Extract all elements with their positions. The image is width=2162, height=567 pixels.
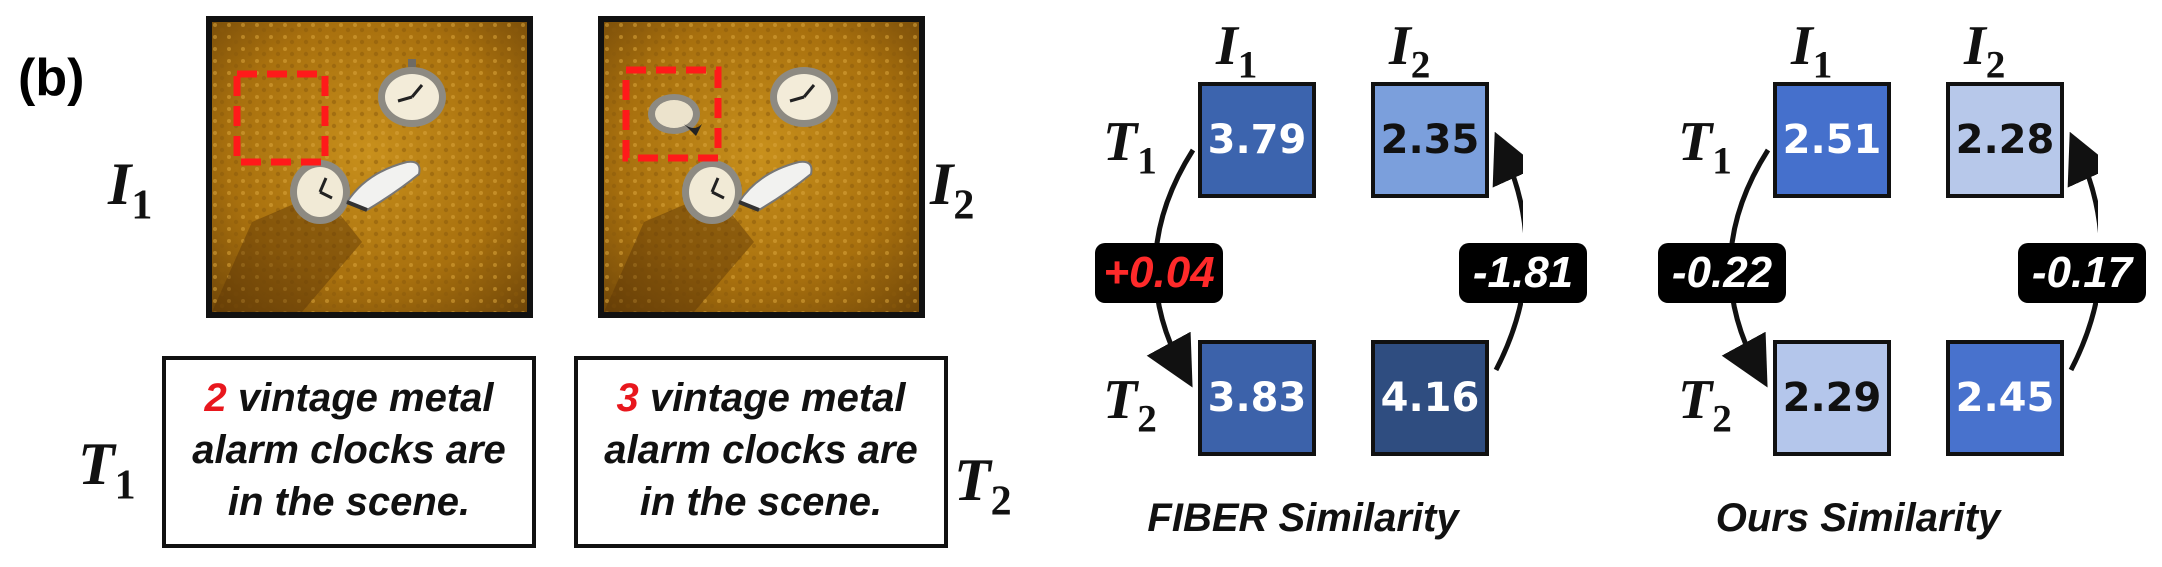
panel-label: (b)	[18, 49, 85, 107]
text1-label: T1	[78, 431, 136, 509]
similarity-cell: 4.16	[1371, 340, 1489, 456]
row-label-t1: T1	[1678, 111, 1732, 183]
row-label-t2: T2	[1103, 369, 1157, 441]
similarity-cell: 2.28	[1946, 82, 2064, 198]
matrix-title: Ours Similarity	[1715, 496, 2001, 540]
similarity-cell: 2.35	[1371, 82, 1489, 198]
row-label-t2: T2	[1678, 369, 1732, 441]
col-label-i2: I2	[1964, 15, 2006, 87]
clock-1	[378, 59, 446, 127]
similarity-cell: 2.51	[1773, 82, 1891, 198]
similarity-cell: 2.45	[1946, 340, 2064, 456]
delta-right-badge: -0.17	[2018, 243, 2146, 303]
col-label-i1: I1	[1216, 15, 1258, 87]
delta-left-badge: +0.04	[1095, 243, 1223, 303]
caption1-box: 2 vintage metal alarm clocks are in the …	[162, 356, 536, 548]
text2-label: T2	[954, 447, 1012, 525]
image2-label: I2	[930, 151, 975, 229]
image2-photo	[598, 16, 925, 318]
image1-photo	[206, 16, 533, 318]
delta-right-badge: -1.81	[1459, 243, 1587, 303]
image1-label: I1	[108, 151, 153, 229]
similarity-cell: 3.83	[1198, 340, 1316, 456]
col-label-i1: I1	[1791, 15, 1833, 87]
delta-left-badge: -0.22	[1658, 243, 1786, 303]
shoe	[345, 160, 421, 212]
col-label-i2: I2	[1389, 15, 1431, 87]
matrix-title: FIBER Similarity	[1147, 496, 1459, 540]
row-label-t1: T1	[1103, 111, 1157, 183]
similarity-cell: 2.29	[1773, 340, 1891, 456]
similarity-cell: 3.79	[1198, 82, 1316, 198]
clock-2	[290, 160, 350, 224]
caption2-box: 3 vintage metal alarm clocks are in the …	[574, 356, 948, 548]
